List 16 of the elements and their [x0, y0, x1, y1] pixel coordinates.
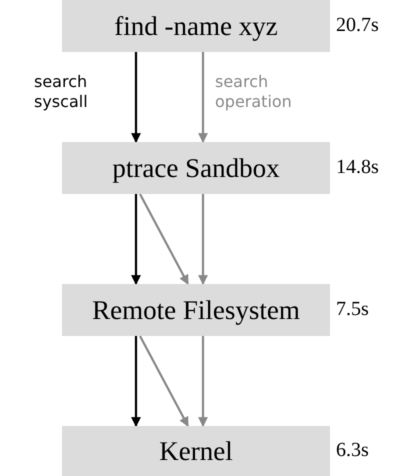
- arrow: [131, 194, 141, 285]
- duration-label: 7.5s: [336, 298, 369, 321]
- arrow: [131, 336, 141, 427]
- arrow: [139, 193, 189, 285]
- arrow: [198, 194, 208, 285]
- arrow: [198, 336, 208, 427]
- duration-label: 20.7s: [336, 14, 379, 37]
- duration-label: 6.3s: [336, 439, 369, 462]
- arrow: [139, 335, 189, 427]
- arrow: [198, 52, 208, 143]
- process-box: Remote Filesystem: [62, 284, 330, 336]
- process-box: Kernel: [62, 426, 330, 476]
- process-box: ptrace Sandbox: [62, 142, 330, 194]
- process-box: find -name xyz: [62, 0, 330, 52]
- duration-label: 14.8s: [336, 156, 379, 179]
- arrow: [131, 52, 141, 143]
